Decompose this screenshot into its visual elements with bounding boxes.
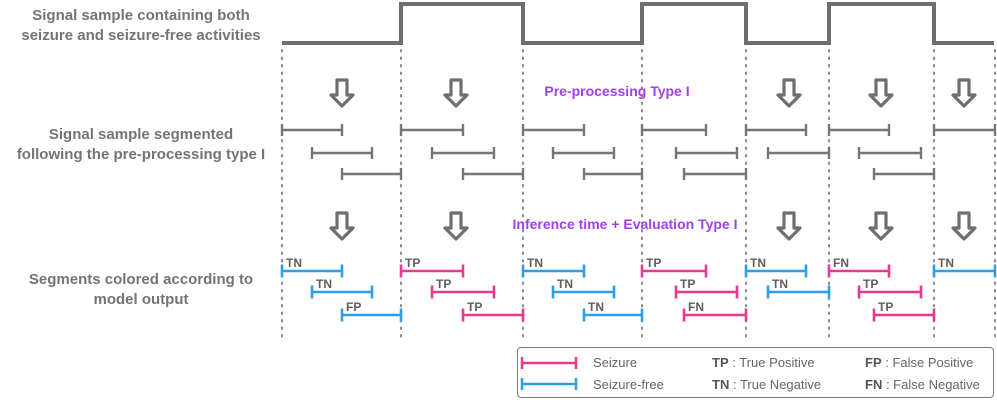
down-arrow-icon <box>329 78 355 108</box>
colored-segment <box>682 308 748 322</box>
legend-fp-abbr: FP <box>865 355 882 370</box>
gray-segment <box>430 147 496 159</box>
segment-outcome-label: TN <box>557 277 573 291</box>
gray-segment <box>340 168 403 180</box>
preprocessing-stage-label: Pre-processing Type I <box>544 83 689 99</box>
gray-segment <box>857 147 923 159</box>
colored-segment <box>872 308 936 322</box>
legend-fp-text: : False Positive <box>881 355 974 370</box>
segment-outcome-label: TN <box>286 256 302 270</box>
gray-segment <box>521 124 586 136</box>
legend-fn-text: : False Negative <box>882 377 980 392</box>
segment-outcome-label: TN <box>750 256 766 270</box>
segment-outcome-label: TN <box>938 256 954 270</box>
legend-tn-abbr: TN <box>712 377 730 392</box>
gray-segment <box>280 124 344 136</box>
legend-tn: TN : True Negative <box>712 377 821 392</box>
colored-segment <box>744 264 808 278</box>
segmented-label-line2: following the pre-processing type I <box>16 146 266 163</box>
segmented-sample-label: Signal sample segmented following the pr… <box>0 125 282 165</box>
segment-outcome-label: TP <box>436 277 451 291</box>
legend-seizure-label: Seizure <box>593 355 638 370</box>
colored-segment <box>766 285 831 299</box>
colored-segment <box>399 264 465 278</box>
gray-segment <box>310 147 374 159</box>
colored-segment <box>551 285 616 299</box>
segment-outcome-label: TP <box>646 256 661 270</box>
signal-waveform <box>282 2 994 45</box>
segment-outcome-label: TN <box>316 277 332 291</box>
legend-tp: TP : True Positive <box>712 355 815 370</box>
down-arrow-icon <box>776 211 802 241</box>
segment-outcome-label: TP <box>405 256 420 270</box>
legend-tn-text: : True Negative <box>729 377 822 392</box>
colored-segment <box>827 264 891 278</box>
down-arrow-icon <box>951 78 977 108</box>
signal-label-line2: seizure and seizure-free activities <box>21 27 261 44</box>
legend-tp-abbr: TP <box>712 355 729 370</box>
colored-segment <box>310 285 374 299</box>
legend-seizure-free-label: Seizure-free <box>593 377 664 392</box>
down-arrow-icon <box>443 211 469 241</box>
down-arrow-icon <box>951 211 977 241</box>
down-arrow-icon <box>868 78 894 108</box>
segment-outcome-label: TN <box>588 300 604 314</box>
colored-segment <box>582 308 644 322</box>
inference-stage-label: Inference time + Evaluation Type I <box>513 216 738 232</box>
colored-segment <box>461 308 525 322</box>
legend <box>517 347 994 398</box>
gray-segment <box>551 147 616 159</box>
gray-segments <box>280 124 997 180</box>
legend-fp: FP : False Positive <box>865 355 973 370</box>
gray-segment <box>766 147 831 159</box>
colored-segment <box>280 264 344 278</box>
colored-label-line1: Segments colored according to <box>28 271 254 288</box>
colored-segment <box>430 285 496 299</box>
legend-seizure-free-icon <box>520 378 578 390</box>
legend-seizure-icon <box>520 357 578 369</box>
gray-segment <box>744 124 808 136</box>
gray-segment <box>827 124 891 136</box>
segment-outcome-label: FN <box>833 256 849 270</box>
colored-segment <box>857 285 923 299</box>
segment-outcome-label: TP <box>680 277 695 291</box>
segment-outcome-label: TN <box>772 277 788 291</box>
gray-segment <box>461 168 525 180</box>
gray-segment <box>682 168 748 180</box>
gray-segment <box>872 168 936 180</box>
signal-sample-label: Signal sample containing both seizure an… <box>0 6 282 46</box>
gray-segment <box>582 168 644 180</box>
colored-segment <box>932 264 997 278</box>
legend-fn-abbr: FN <box>865 377 883 392</box>
signal-label-line1: Signal sample containing both <box>32 7 250 24</box>
segment-outcome-label: TN <box>527 256 543 270</box>
colored-segment <box>340 308 403 322</box>
gray-segment <box>640 124 708 136</box>
colored-segment <box>674 285 739 299</box>
legend-tp-text: : True Positive <box>728 355 815 370</box>
segment-outcome-label: FN <box>688 300 704 314</box>
colored-segment <box>521 264 586 278</box>
gray-segment <box>674 147 739 159</box>
down-arrow-icon <box>868 211 894 241</box>
arrow-group <box>329 78 977 241</box>
gray-segment <box>932 124 997 136</box>
segmented-label-line1: Signal sample segmented <box>48 126 234 143</box>
segment-outcome-label: TP <box>878 300 893 314</box>
gray-segment <box>399 124 465 136</box>
down-arrow-icon <box>443 78 469 108</box>
colored-segment <box>640 264 708 278</box>
segment-outcome-label: FP <box>346 300 361 314</box>
segment-outcome-label: TP <box>467 300 482 314</box>
colored-label-line2: model output <box>93 291 189 308</box>
down-arrow-icon <box>329 211 355 241</box>
down-arrow-icon <box>776 78 802 108</box>
legend-fn: FN : False Negative <box>865 377 980 392</box>
colored-segments-label: Segments colored according to model outp… <box>0 270 282 310</box>
segment-outcome-label: TP <box>863 277 878 291</box>
